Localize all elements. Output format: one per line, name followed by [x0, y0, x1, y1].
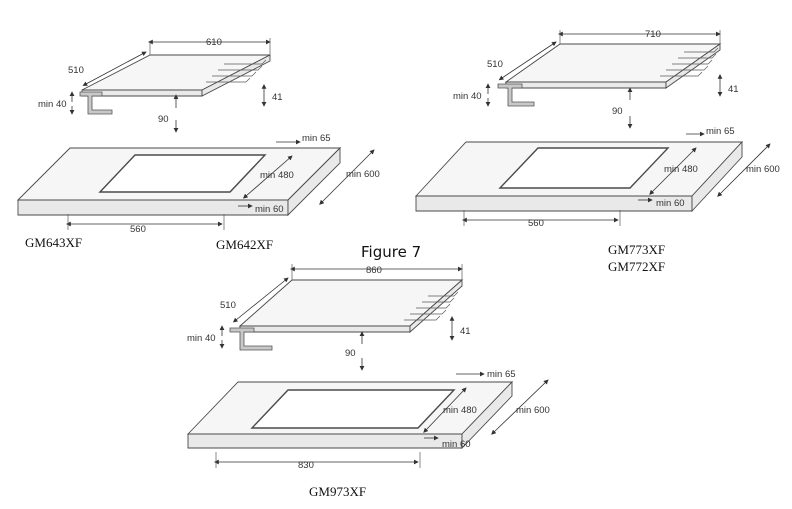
- height-label-c: 41: [460, 326, 471, 337]
- gap-label-c: 90: [345, 348, 356, 359]
- clamp-b: [497, 83, 535, 107]
- worktop-a: min 65 min 480 min 600 min 60 560: [16, 133, 380, 235]
- hob-c: 860 510 min 40 41 90: [187, 264, 471, 371]
- clamp-a: [79, 91, 113, 115]
- gap-label-b: 90: [612, 106, 623, 117]
- cutout-c: [250, 389, 456, 429]
- worktop-b: min 65 min 480 min 600 min 60 560: [414, 126, 780, 229]
- width-label-c: 860: [366, 265, 382, 276]
- worktop-depth-label-b: min 600: [746, 164, 780, 175]
- cut-depth-label-b: min 480: [664, 164, 698, 175]
- cut-width-label-b: 560: [528, 218, 544, 229]
- height-label-b: 41: [728, 84, 739, 95]
- cut-front-label-b: min 60: [656, 198, 685, 209]
- cut-back-label-b: min 65: [706, 126, 735, 137]
- cut-width-label-c: 830: [298, 460, 314, 471]
- model-label-gm973: GM973XF: [309, 484, 366, 499]
- cut-back-label-a: min 65: [302, 133, 331, 144]
- diagram-gm643-gm642: 610 510 min 40 41 90 min 65: [16, 37, 380, 252]
- cut-depth-label-a: min 480: [260, 170, 294, 181]
- clamp-c: [229, 327, 273, 351]
- model-label-gm772: GM772XF: [608, 259, 665, 274]
- hob-b: 710 510 min 40 41 90: [453, 29, 739, 129]
- diagram-gm973: 860 510 min 40 41 90 min 65 min 480: [186, 264, 550, 499]
- model-label-gm773: GM773XF: [608, 242, 665, 257]
- cut-front-label-c: min 60: [442, 439, 471, 450]
- width-label-a: 610: [206, 37, 222, 48]
- height-label-a: 41: [272, 92, 283, 103]
- cut-back-label-c: min 65: [487, 369, 516, 380]
- figure-caption: Figure 7: [361, 243, 421, 261]
- depth-label-c: 510: [220, 300, 236, 311]
- diagram-gm773-gm772: 710 510 min 40 41 90 min 65 min 480: [414, 29, 780, 274]
- depth-label-a: 510: [68, 65, 84, 76]
- cutout-a: [98, 154, 267, 193]
- min-clear-label-b: min 40: [453, 91, 482, 102]
- cut-depth-label-c: min 480: [443, 405, 477, 416]
- model-label-gm642: GM642XF: [216, 237, 273, 252]
- min-clear-label-c: min 40: [187, 333, 216, 344]
- worktop-depth-label-a: min 600: [346, 169, 380, 180]
- min-clear-label-a: min 40: [38, 99, 67, 110]
- width-label-b: 710: [645, 29, 661, 40]
- model-label-gm643: GM643XF: [25, 235, 82, 250]
- cut-front-label-a: min 60: [255, 204, 284, 215]
- depth-label-b: 510: [487, 59, 503, 70]
- worktop-c: min 65 min 480 min 600 min 60 830: [186, 369, 550, 471]
- cut-width-label-a: 560: [130, 224, 146, 235]
- hob-a: 610 510 min 40 41 90: [38, 37, 283, 133]
- gap-label-a: 90: [158, 114, 169, 125]
- worktop-depth-label-c: min 600: [516, 405, 550, 416]
